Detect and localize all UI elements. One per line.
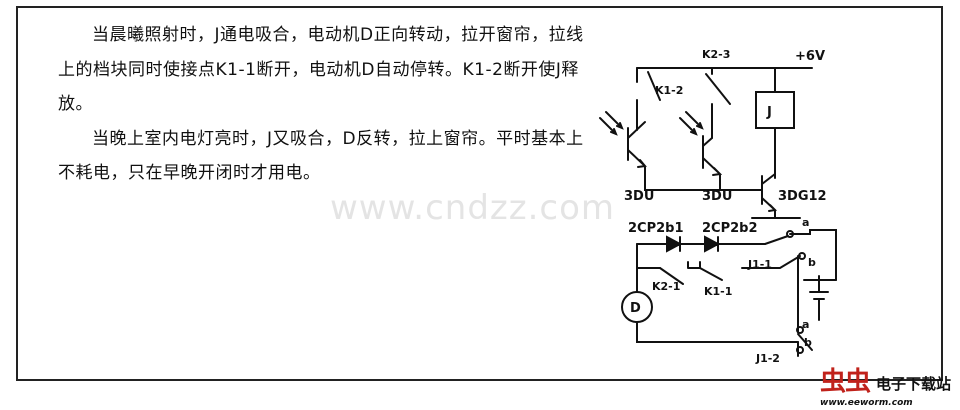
- motor-d: [621, 291, 653, 323]
- site-brand[interactable]: 虫虫 电子下载站 www.eeworm.com: [814, 357, 960, 410]
- label-k1-1: K1-1: [704, 285, 732, 298]
- brand-logo: 虫虫: [820, 367, 871, 397]
- k2-3-wire: [705, 67, 731, 139]
- label-a-bottom: a: [802, 318, 809, 331]
- label-k2-3: K2-3: [702, 48, 730, 61]
- diode-row: [636, 235, 766, 253]
- watermark: www.cndzz.com: [330, 188, 616, 228]
- brand-url[interactable]: www.eeworm.com: [820, 398, 913, 408]
- label-k1-2: K1-2: [655, 84, 683, 97]
- paragraph-2: 当晚上室内电灯亮时，J又吸合，D反转，拉上窗帘。平时基本上不耗电，只在早晚开闭时…: [58, 128, 584, 184]
- label-b-bottom: b: [804, 336, 812, 349]
- label-transistor-1: 3DU: [624, 189, 654, 204]
- phototransistor-1: [627, 121, 647, 186]
- paragraph-1: 当晨曦照射时，J通电吸合，电动机D正向转动，拉开窗帘，拉线上的档块同时使接点K1…: [58, 25, 584, 114]
- k1-2-wire: [636, 67, 661, 131]
- battery: [809, 275, 829, 321]
- relay-j-box: [755, 91, 795, 129]
- label-k2-1: K2-1: [652, 280, 680, 293]
- label-j1-2: J1-2: [755, 352, 780, 365]
- figure-frame: [16, 6, 943, 381]
- brand-name: 电子下载站: [876, 375, 952, 393]
- label-supply: +6V: [795, 49, 825, 64]
- label-transistor-2: 3DU: [702, 189, 732, 204]
- label-motor: D: [630, 301, 641, 316]
- label-diode-1: 2CP2b1: [628, 221, 684, 236]
- label-a-top: a: [802, 216, 809, 229]
- label-b-top: b: [808, 256, 816, 269]
- phototransistor-2: [702, 135, 723, 186]
- label-diode-2: 2CP2b2: [702, 221, 758, 236]
- label-relay: J: [766, 105, 772, 120]
- label-transistor-3: 3DG12: [778, 189, 827, 204]
- label-j1-1: J1-1: [747, 258, 772, 271]
- transistor-3dg12: [744, 173, 778, 219]
- description-text: 当晨曦照射时，J通电吸合，电动机D正向转动，拉开窗帘，拉线上的档块同时使接点K1…: [58, 18, 598, 191]
